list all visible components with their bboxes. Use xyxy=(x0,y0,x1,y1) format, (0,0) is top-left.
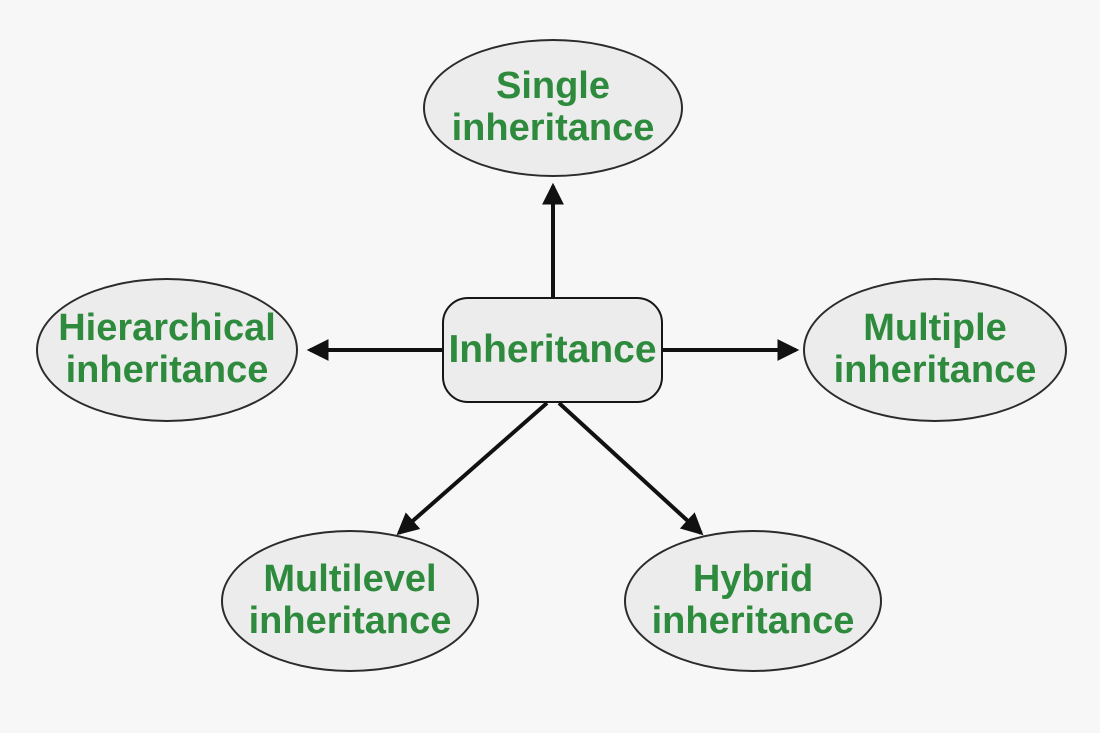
node-single-inheritance: Single inheritance xyxy=(423,39,683,177)
node-multiple-inheritance: Multiple inheritance xyxy=(803,278,1067,422)
node-label-line2: inheritance xyxy=(651,600,855,642)
node-inheritance-center: Inheritance xyxy=(442,297,663,403)
node-hierarchical-inheritance-label: Hierarchical inheritance xyxy=(58,307,276,392)
node-label-line2: inheritance xyxy=(248,600,452,642)
node-multiple-inheritance-label: Multiple inheritance xyxy=(833,307,1037,392)
node-multilevel-inheritance: Multilevel inheritance xyxy=(221,530,479,672)
center-label-text: Inheritance xyxy=(448,327,657,371)
arrow-to-hybrid-inheritance xyxy=(557,401,704,536)
node-inheritance-center-label: Inheritance xyxy=(448,327,657,372)
node-hierarchical-inheritance: Hierarchical inheritance xyxy=(36,278,298,422)
node-label-line2: inheritance xyxy=(451,107,655,149)
node-label-line1: Multiple xyxy=(863,307,1007,350)
node-label-line2: inheritance xyxy=(833,349,1037,391)
node-hybrid-inheritance-label: Hybrid inheritance xyxy=(651,558,855,643)
node-single-inheritance-label: Single inheritance xyxy=(451,65,655,150)
node-label-line1: Single xyxy=(495,65,610,108)
node-hybrid-inheritance: Hybrid inheritance xyxy=(624,530,882,672)
node-label-line2: inheritance xyxy=(65,349,269,391)
node-label-line1: Multilevel xyxy=(263,558,437,601)
arrow-to-multilevel-inheritance xyxy=(396,401,549,536)
node-label-line1: Hybrid xyxy=(692,558,814,601)
node-label-line1: Hierarchical xyxy=(58,307,276,350)
node-multilevel-inheritance-label: Multilevel inheritance xyxy=(248,558,452,643)
